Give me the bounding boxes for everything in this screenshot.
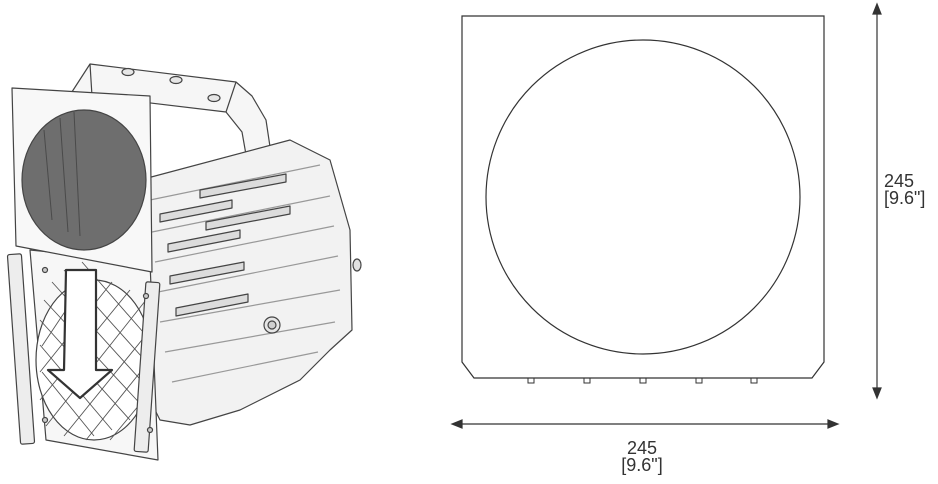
gel-frame — [11, 87, 153, 273]
fixture-body — [139, 139, 362, 426]
arrowhead-left — [450, 419, 463, 429]
height-dimension-label: 245 [9.6"] — [884, 171, 938, 208]
arrowhead-bottom — [872, 387, 882, 400]
insert-direction-arrow — [46, 268, 114, 400]
front-view-drawing — [461, 15, 825, 384]
height-metric: 245 — [884, 171, 915, 191]
dimension-lines — [450, 2, 882, 429]
width-imperial: [9.6"] — [621, 455, 663, 475]
width-metric: 245 — [626, 438, 658, 458]
frame-tabs — [527, 377, 758, 384]
arrowhead-right — [827, 419, 840, 429]
arrowhead-top — [872, 2, 882, 15]
fixture-illustration — [6, 63, 362, 461]
aperture-circle — [485, 39, 801, 355]
width-dimension-label: 245 [9.6"] — [612, 438, 672, 475]
frame-outline — [461, 15, 825, 379]
height-imperial: [9.6"] — [884, 188, 926, 208]
